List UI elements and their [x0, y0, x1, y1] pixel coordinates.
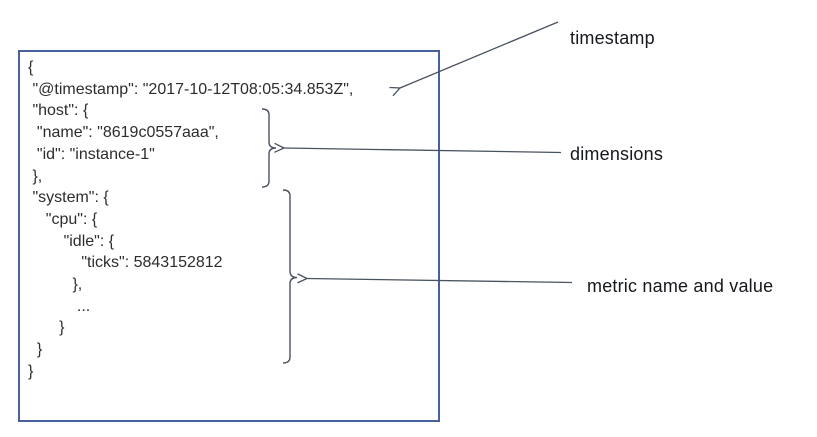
- code-line-system: "system": {: [28, 189, 109, 207]
- code-line-cpu: "cpu": {: [28, 210, 98, 228]
- code-line: }: [28, 319, 65, 337]
- code-line-host-id: "id": "instance-1": [28, 145, 155, 163]
- code-line: },: [28, 276, 83, 294]
- code-line-ellipsis: ...: [28, 297, 91, 315]
- code-line-timestamp: "@timestamp": "2017-10-12T08:05:34.853Z"…: [28, 80, 354, 98]
- code-line: }: [28, 362, 34, 380]
- metric-name-and-value-label: metric name and value: [587, 276, 774, 296]
- code-line: },: [28, 167, 43, 185]
- code-line-host-name: "name": "8619c0557aaa",: [28, 124, 219, 142]
- code-line-ticks: "ticks": 5843152812: [28, 254, 223, 272]
- json-document-box: { "@timestamp": "2017-10-12T08:05:34.853…: [18, 50, 440, 422]
- dimensions-label: dimensions: [570, 144, 664, 164]
- code-line: }: [28, 341, 43, 359]
- timestamp-label: timestamp: [570, 28, 655, 48]
- code-line-idle: "idle": {: [28, 232, 115, 250]
- json-code-block: { "@timestamp": "2017-10-12T08:05:34.853…: [28, 57, 353, 383]
- code-line: {: [28, 59, 34, 76]
- code-line-host: "host": {: [28, 102, 89, 120]
